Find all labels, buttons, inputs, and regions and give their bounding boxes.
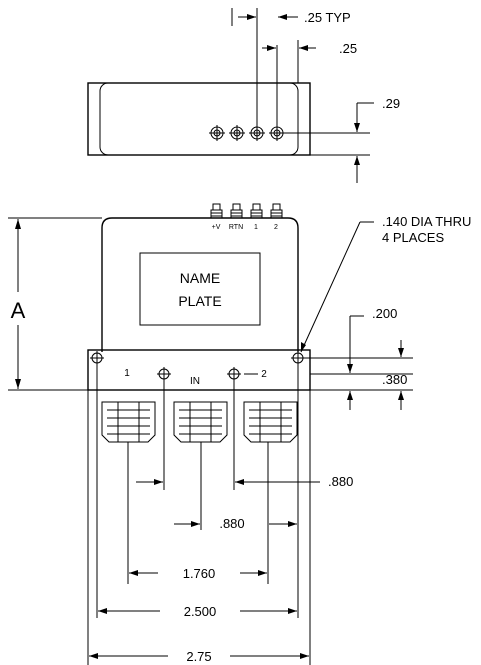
dim-label-200: .200 — [372, 306, 397, 321]
terminal-label-pos-v: +V — [212, 224, 221, 231]
mounting-hole — [291, 351, 305, 365]
hole-callout-line-2: 4 PLACES — [382, 230, 444, 245]
terminal-label-rtn: RTN — [229, 224, 243, 231]
dim-label-1760: 1.760 — [183, 566, 216, 581]
dim-label-380: .380 — [382, 372, 407, 387]
top-view-pin — [229, 125, 245, 141]
name-plate-line-2: PLATE — [178, 293, 221, 309]
terminal-post — [230, 203, 243, 219]
mounting-flange — [87, 349, 311, 391]
terminal-post — [270, 203, 283, 219]
dim-label-height: .29 — [382, 96, 400, 111]
connector-label-2: 2 — [261, 369, 267, 380]
mounting-hole — [90, 351, 104, 365]
connector-label-1: 1 — [124, 368, 130, 379]
dim-label-pin-edge: .25 — [339, 41, 357, 56]
terminal-post — [210, 203, 223, 219]
front-view: NAME PLATE +V RTN 1 2 — [8, 203, 471, 665]
connector-label-in: IN — [190, 376, 200, 387]
top-view-pin — [269, 125, 285, 141]
top-view-inner-body — [99, 82, 299, 156]
hole-callout-line-1: .140 DIA THRU — [382, 214, 471, 229]
dim-label-275: 2.75 — [186, 649, 211, 664]
terminal-label-1: 1 — [254, 224, 258, 231]
top-view-pin — [209, 125, 225, 141]
dim-label-880-right: .880 — [328, 474, 353, 489]
dim-label-typ: .25 TYP — [304, 10, 351, 25]
top-view-pin — [249, 125, 265, 141]
dim-label-880-center: .880 — [219, 516, 244, 531]
module-body — [101, 217, 299, 352]
mounting-hole — [157, 367, 171, 381]
dim-label-a: A — [11, 298, 26, 323]
name-plate — [139, 252, 261, 326]
top-view: .25 TYP .25 .29 — [87, 8, 400, 183]
terminal-post — [250, 203, 263, 219]
dim-label-2500: 2.500 — [184, 604, 217, 619]
mounting-hole — [227, 367, 241, 381]
connector-2 — [243, 401, 298, 443]
connector-in — [173, 401, 228, 443]
terminal-label-2: 2 — [274, 224, 278, 231]
connector-1 — [101, 401, 156, 443]
name-plate-line-1: NAME — [180, 270, 220, 286]
